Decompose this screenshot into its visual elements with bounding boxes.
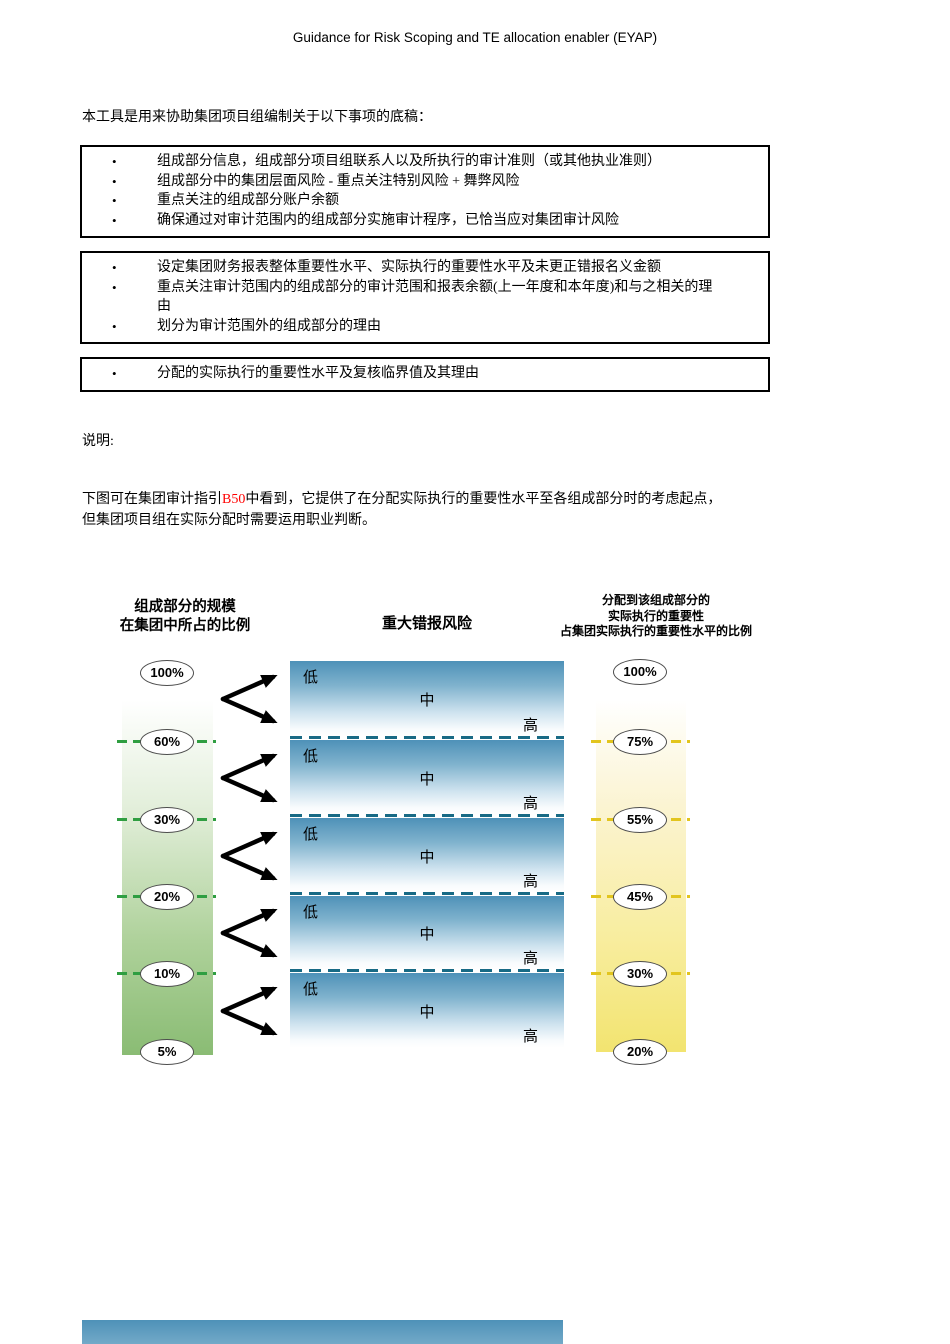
intro-text: 本工具是用来协助集团项目组编制关于以下事项的底稿： <box>82 110 432 125</box>
risk-bar: 低 中 高 <box>290 818 564 893</box>
blue-dashed-line <box>290 814 564 817</box>
risk-label-low: 低 <box>303 827 319 843</box>
right-scale-oval: 100% <box>613 659 667 685</box>
risk-label-mid: 中 <box>419 771 435 788</box>
bullet-item: 设定集团财务报表整体重要性水平、实际执行的重要性水平及未更正错报名义金额 <box>82 258 758 278</box>
right-scale-oval: 30% <box>613 961 667 987</box>
left-scale-oval: 100% <box>140 660 194 686</box>
risk-bar: 低 中 高 <box>290 661 564 737</box>
risk-label-high: 高 <box>522 874 538 890</box>
risk-label-mid: 中 <box>419 693 435 709</box>
blue-dashed-line <box>290 736 564 739</box>
risk-label-low: 低 <box>303 749 319 765</box>
risk-label-high: 高 <box>522 1029 538 1045</box>
risk-bar: 低 中 高 <box>290 896 564 970</box>
bullet-item: 组成部分中的集团层面风险 - 重点关注特别风险 + 舞弊风险 <box>82 172 758 192</box>
allocated-pm-header: 分配到该组成部分的 实际执行的重要性 占集团实际执行的重要性水平的比例 <box>554 593 758 640</box>
risk-bar: 低 中 高 <box>290 973 564 1048</box>
scope-box-3: 分配的实际执行的重要性水平及复核临界值及其理由 <box>80 357 770 392</box>
blue-dashed-line <box>290 969 564 972</box>
next-figure-strip <box>82 1320 563 1344</box>
right-scale-oval: 55% <box>613 807 667 833</box>
left-scale-oval: 10% <box>140 961 194 987</box>
risk-label-high: 高 <box>522 796 538 812</box>
note-label: 说明: <box>82 434 114 449</box>
bullet-item: 组成部分信息，组成部分项目组联系人以及所执行的审计准则（或其他执业准则） <box>82 152 758 172</box>
scope-box-2: 设定集团财务报表整体重要性水平、实际执行的重要性水平及未更正错报名义金额 重点关… <box>80 251 770 344</box>
component-size-header-line1: 组成部分的规模 <box>134 599 236 615</box>
risk-bar: 低 中 高 <box>290 740 564 815</box>
risk-label-high: 高 <box>522 718 538 734</box>
paragraph-text-after: 中看到，它提供了在分配实际执行的重要性水平至各组成部分时的考虑起点，但集团项目组… <box>82 492 722 528</box>
component-size-header-line2: 在集团中所占的比例 <box>119 618 251 634</box>
component-size-scale <box>122 700 213 1055</box>
risk-label-low: 低 <box>303 670 319 686</box>
bullet-item: 分配的实际执行的重要性水平及复核临界值及其理由 <box>82 364 758 384</box>
scope-box-1: 组成部分信息，组成部分项目组联系人以及所执行的审计准则（或其他执业准则） 组成部… <box>80 145 770 238</box>
bullet-item: 确保通过对审计范围内的组成部分实施审计程序，已恰当应对集团审计风险 <box>82 211 758 231</box>
risk-label-high: 高 <box>522 951 538 967</box>
left-scale-oval: 30% <box>140 807 194 833</box>
right-scale-oval: 20% <box>613 1039 667 1065</box>
misstatement-risk-header: 重大错报风险 <box>381 615 472 632</box>
guidance-paragraph: 下图可在集团审计指引B50中看到，它提供了在分配实际执行的重要性水平至各组成部分… <box>82 489 732 531</box>
risk-label-low: 低 <box>303 905 319 921</box>
allocated-pm-header-line1: 分配到该组成部分的 <box>601 593 710 607</box>
blue-dashed-line <box>290 892 564 895</box>
risk-label-low: 低 <box>303 982 319 998</box>
b50-reference: B50 <box>222 492 246 507</box>
paragraph-text-before: 下图可在集团审计指引 <box>82 492 222 507</box>
risk-label-mid: 中 <box>419 849 435 866</box>
bullet-item: 划分为审计范围外的组成部分的理由 <box>82 317 758 337</box>
left-scale-oval: 60% <box>140 729 194 755</box>
risk-label-mid: 中 <box>419 1004 435 1021</box>
bullet-item: 重点关注审计范围内的组成部分的审计范围和报表余额(上一年度和本年度)和与之相关的… <box>82 278 758 317</box>
bullet-item: 重点关注的组成部分账户余额 <box>82 191 758 211</box>
left-scale-oval: 5% <box>140 1039 194 1065</box>
left-scale-oval: 20% <box>140 884 194 910</box>
page-title: Guidance for Risk Scoping and TE allocat… <box>292 30 658 45</box>
right-scale-oval: 75% <box>613 729 667 755</box>
allocated-pm-header-line3: 占集团实际执行的重要性水平的比例 <box>559 624 752 638</box>
risk-label-mid: 中 <box>419 927 435 943</box>
component-size-header: 组成部分的规模 在集团中所占的比例 <box>105 598 265 636</box>
branch-arrows-icon <box>220 674 278 1036</box>
allocated-pm-header-line2: 实际执行的重要性 <box>607 608 704 623</box>
allocated-pm-scale <box>596 700 686 1052</box>
right-scale-oval: 45% <box>613 884 667 910</box>
